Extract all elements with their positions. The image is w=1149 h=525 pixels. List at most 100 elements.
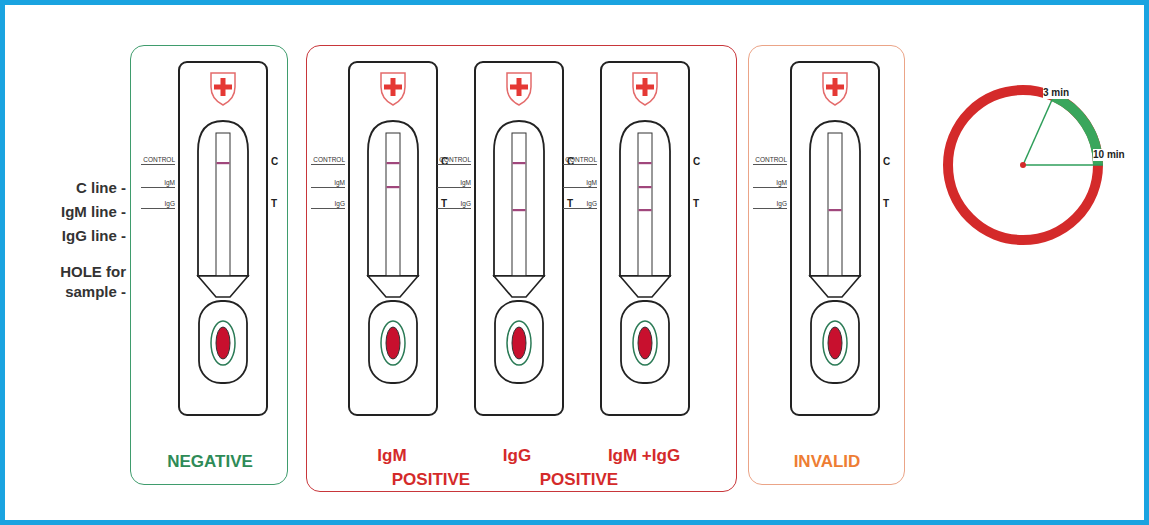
line-label: CONTROL — [563, 157, 597, 165]
timer-dial — [943, 85, 1103, 245]
result-caption: NEGATIVE — [135, 452, 285, 472]
strip-funnel — [368, 276, 418, 297]
result-group-box: NEGATIVECONTROLIgMIgGCT — [130, 45, 288, 485]
test-strip — [386, 133, 400, 276]
sample-hole — [638, 327, 652, 359]
line-label: IgM — [563, 180, 597, 188]
row-label: IgM line - — [6, 203, 126, 220]
shield-icon — [823, 73, 847, 105]
shield-icon — [507, 73, 531, 105]
line-label: IgG — [563, 201, 597, 209]
sample-hole-rim — [823, 321, 847, 365]
cassette-body — [601, 62, 689, 415]
timer-window-arc — [1054, 97, 1099, 166]
line-label: IgM — [311, 180, 345, 188]
line-label: IgM — [437, 180, 471, 188]
result-line — [513, 209, 526, 211]
sample-hole — [828, 327, 842, 359]
timer-hand — [1023, 164, 1103, 166]
result-line — [387, 162, 400, 164]
timer-hand — [1023, 92, 1056, 165]
result-line — [639, 186, 652, 188]
result-window — [620, 121, 670, 276]
result-window — [810, 121, 860, 276]
row-label: IgG line - — [6, 227, 126, 244]
sample-well — [621, 301, 669, 383]
result-caption: IgM +IgG — [584, 446, 704, 466]
test-cassette: CONTROLIgMIgGCT — [790, 61, 880, 416]
result-window — [494, 121, 544, 276]
result-group-box: IgMIgGIgM +IgGPOSITIVEPOSITIVECONTROLIgM… — [306, 45, 737, 492]
result-line — [829, 209, 842, 211]
time-label: 10 min — [1093, 149, 1133, 161]
result-caption: IgG — [462, 446, 572, 466]
line-label: CONTROL — [311, 157, 345, 165]
strip-funnel — [494, 276, 544, 297]
side-mark: C — [271, 156, 285, 168]
sample-well — [369, 301, 417, 383]
cross-icon — [826, 85, 844, 90]
test-cassette: CONTROLIgMIgGCT — [474, 61, 564, 416]
line-label: IgM — [141, 180, 175, 188]
result-line — [639, 209, 652, 211]
result-line — [513, 162, 526, 164]
result-caption: IgM — [337, 446, 447, 466]
result-group-box: INVALID CONTROLIgMIgGCT — [748, 45, 905, 485]
sample-hole-rim — [633, 321, 657, 365]
time-label: 3 min — [1043, 87, 1077, 99]
shield-icon — [381, 73, 405, 105]
shield-icon — [211, 73, 235, 105]
test-cassette-drawing — [600, 61, 690, 416]
test-strip — [216, 133, 230, 276]
cassette-body — [791, 62, 879, 415]
side-mark: T — [693, 198, 707, 210]
test-strip — [512, 133, 526, 276]
strip-funnel — [810, 276, 860, 297]
line-label: CONTROL — [141, 157, 175, 165]
side-mark: C — [883, 156, 897, 168]
line-label: IgG — [311, 201, 345, 209]
strip-funnel — [620, 276, 670, 297]
cassette-body — [475, 62, 563, 415]
test-cassette: CONTROLIgMIgGCT — [600, 61, 690, 416]
result-window — [368, 121, 418, 276]
sample-hole-rim — [507, 321, 531, 365]
sample-well — [495, 301, 543, 383]
shield-icon — [633, 73, 657, 105]
cross-icon — [636, 85, 654, 90]
line-label: CONTROL — [753, 157, 787, 165]
timer-center — [1020, 162, 1026, 168]
result-caption: POSITIVE — [519, 470, 639, 490]
result-caption: INVALID — [752, 452, 902, 472]
test-strip — [638, 133, 652, 276]
test-cassette-drawing — [178, 61, 268, 416]
test-cassette-drawing — [474, 61, 564, 416]
timer-circle: 3 min10 min — [943, 85, 1103, 245]
sample-hole-rim — [211, 321, 235, 365]
sample-hole — [216, 327, 230, 359]
side-mark: T — [883, 198, 897, 210]
result-window — [198, 121, 248, 276]
cassette-body — [179, 62, 267, 415]
side-mark: T — [441, 198, 455, 210]
result-line — [387, 186, 400, 188]
test-cassette-drawing — [348, 61, 438, 416]
result-line — [217, 162, 230, 164]
test-cassette-drawing — [790, 61, 880, 416]
sample-well — [811, 301, 859, 383]
sample-well — [199, 301, 247, 383]
line-label: IgG — [753, 201, 787, 209]
result-caption: POSITIVE — [371, 470, 491, 490]
test-cassette: CONTROLIgMIgGCT — [348, 61, 438, 416]
test-strip — [828, 133, 842, 276]
cross-icon — [510, 85, 528, 90]
result-line — [639, 162, 652, 164]
row-label: C line - — [6, 179, 126, 196]
cross-icon — [214, 85, 232, 90]
sample-hole — [512, 327, 526, 359]
row-label: HOLE for sample - — [44, 262, 126, 303]
side-mark: T — [271, 198, 285, 210]
side-mark: T — [567, 198, 581, 210]
